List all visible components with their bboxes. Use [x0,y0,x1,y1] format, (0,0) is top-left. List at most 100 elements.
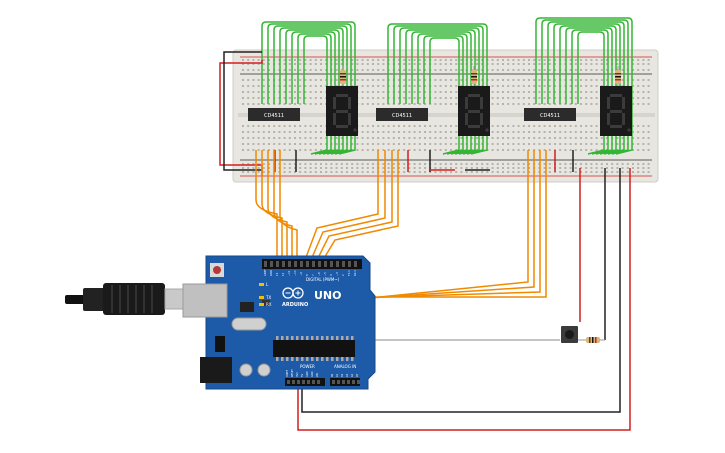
green-wire [387,23,488,155]
segment [622,97,625,109]
digital-pin-label: AREF [263,269,267,276]
ic-2[interactable]: CD4511 [376,108,428,121]
decimal-point [353,128,357,132]
green-wire [393,25,484,155]
green-wire [577,31,605,155]
segment [333,113,336,125]
green-wire [399,27,480,155]
atmega-pins [276,336,354,361]
analog-pin-label: A2 [341,373,344,377]
ic-2-label: CD4511 [392,113,412,119]
segment [480,113,483,125]
orange-wire [279,150,298,260]
green-wire [405,29,476,155]
analog-pin-label: A3 [346,373,349,377]
segment [468,110,480,113]
digital-pin-label: ~10 [293,270,297,276]
arduino-uno[interactable]: ARDUINO UNO DIGITAL (PWM~) POWER ANALOG … [182,255,376,390]
usb-grip-lines [111,285,153,313]
green-wire [559,25,617,155]
segment [607,113,610,125]
ic-1[interactable]: CD4511 [248,108,300,121]
green-wire [423,35,464,155]
arduino-brand-label: ARDUINO [282,302,308,308]
power-pin-label: VIN [316,373,319,377]
power-pin-label: 3V3 [296,372,299,377]
segment [610,125,622,128]
seven-segment-display-2[interactable]: 8 [458,85,490,136]
green-wire [411,31,472,155]
orange-wire [255,150,278,260]
green-wire [571,29,609,155]
digital-pin-label: TX 1 [347,270,351,276]
power-pin-label: 5V [301,373,304,377]
analog-pin-label: A5 [356,373,359,377]
green-wires [261,17,633,155]
resistor-1 [340,66,346,88]
digital-pin-label: 8 [305,274,309,276]
seven-segment-display-3[interactable]: 8 [600,85,632,136]
green-wire [553,23,621,155]
digital-pin-label: 12 [281,272,285,276]
digital-pin-label: ~5 [323,272,327,276]
seven-segment-display-1[interactable]: 8 [326,85,358,136]
green-wire [303,35,328,155]
orange-wire [310,150,386,261]
segment [465,97,468,109]
digital-pin-label: ~3 [335,272,339,276]
green-wire [417,33,468,155]
power-wires [219,51,631,431]
indicator-tx: TX [265,295,271,300]
digital-pin-label: ~9 [299,272,303,276]
segment [480,97,483,109]
digital-pin-label: GND [269,270,273,276]
orange-wire [261,150,283,260]
digital-pin-label: ~6 [317,272,321,276]
digital-pin-label: 13 [275,272,279,276]
orange-wire [322,150,399,261]
digital-pin-label: ~11 [287,270,291,276]
segment [607,97,610,109]
segment [468,94,480,97]
segment [348,113,351,125]
digital-pin-label: RX 0 [353,270,357,276]
arduino-logo-icon [282,287,304,299]
green-wire [261,21,356,155]
ic-3[interactable]: CD4511 [524,108,576,121]
power-pin-label: RESET [291,369,294,377]
push-button[interactable] [561,326,605,343]
resistor-3 [615,66,621,88]
decimal-point [627,128,631,132]
orange-wires [255,150,547,301]
segment [468,125,480,128]
segment [622,113,625,125]
segment [336,125,348,128]
green-wire [291,31,336,155]
green-wire [297,33,332,155]
analog-header-label: ANALOG IN [334,364,356,369]
orange-wire [273,150,293,260]
power-pin-label: GND [311,371,314,377]
segment [610,94,622,97]
gray-wire [344,295,560,341]
power-header-label: POWER [300,364,315,369]
segment [348,97,351,109]
digital-pin-label: 7 [311,274,315,276]
segment [465,113,468,125]
digital-pin-label: 4 [329,274,333,276]
orange-wire [267,150,288,260]
pulldown-resistor [586,337,600,343]
green-wire [547,21,625,155]
ic-3-label: CD4511 [540,113,560,119]
segment [336,110,348,113]
segment [333,97,336,109]
decimal-point [485,128,489,132]
green-wire [429,37,460,155]
green-wire [541,19,629,155]
power-pin-label: IOREF [286,369,289,377]
